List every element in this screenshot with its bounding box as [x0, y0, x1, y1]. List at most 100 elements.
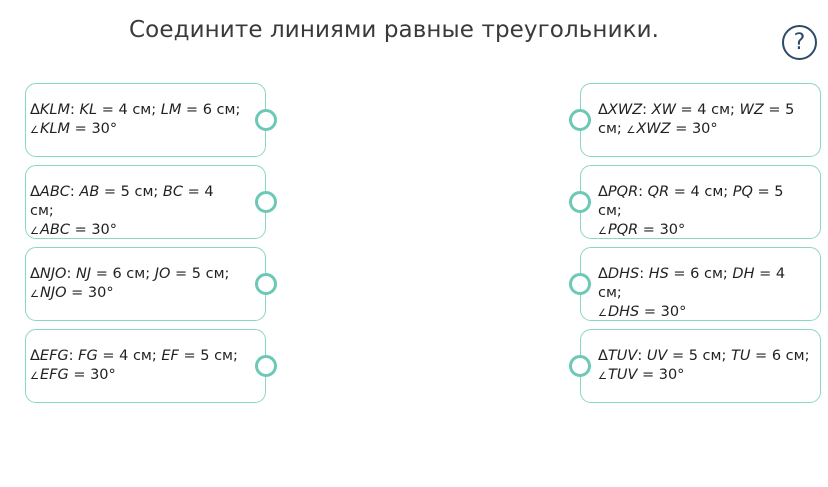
connector-handle-icon[interactable] — [569, 109, 591, 131]
triangle-label: EF — [161, 348, 179, 364]
angle-symbol: ∠ — [626, 125, 636, 136]
measure-text: = 4 см; — [598, 266, 786, 301]
card-text: ΔDHS: HS = 6 см; DH = 4 см;∠DHS = 30° — [598, 265, 810, 323]
triangle-label: NJO — [39, 285, 67, 301]
measure-text: : — [637, 348, 647, 364]
card-text: ΔTUV: UV = 5 см; TU = 6 см; ∠TUV = 30° — [598, 347, 810, 386]
connector-handle-icon[interactable] — [255, 191, 277, 213]
card-text: ΔKLM: KL = 4 см; LM = 6 см; ∠KLM = 30° — [30, 101, 241, 140]
card-triangle-dhs[interactable]: ΔDHS: HS = 6 см; DH = 4 см;∠DHS = 30° — [569, 247, 821, 323]
measure-text: = 5 см; — [178, 348, 238, 364]
triangle-symbol: Δ — [598, 184, 608, 200]
measure-text: : — [638, 184, 648, 200]
triangle-text-line: ∠KLM = 30° — [30, 120, 241, 140]
measure-text: = 30° — [66, 285, 114, 301]
card-text: ΔEFG: FG = 4 см; EF = 5 см;∠EFG = 30° — [30, 347, 241, 386]
triangle-label: ABC — [39, 222, 70, 238]
triangle-text-line: ∠NJO = 30° — [30, 284, 241, 304]
measure-text: = 5 — [763, 102, 795, 118]
triangle-label: AB — [79, 184, 100, 200]
card-triangle-efg[interactable]: ΔEFG: FG = 4 см; EF = 5 см;∠EFG = 30° — [25, 329, 277, 403]
triangle-label: XWZ — [607, 102, 643, 118]
triangle-label: EFG — [39, 367, 69, 383]
triangle-label: PQR — [607, 184, 639, 200]
triangle-symbol: Δ — [30, 266, 40, 282]
connector-handle-icon[interactable] — [569, 355, 591, 377]
angle-symbol: ∠ — [598, 371, 607, 382]
measure-text: = 5 см; — [170, 266, 230, 282]
measure-text: : — [70, 102, 80, 118]
measure-text: : — [68, 348, 79, 364]
triangle-label: EFG — [39, 348, 69, 364]
card-text: ΔABC: AB = 5 см; BC = 4 см;∠ABC = 30° — [30, 183, 241, 241]
measure-text: см; — [598, 121, 627, 137]
card-text: ΔNJO: NJ = 6 см; JO = 5 см;∠NJO = 30° — [30, 265, 241, 304]
triangle-symbol: Δ — [30, 102, 40, 118]
card-triangle-klm[interactable]: ΔKLM: KL = 4 см; LM = 6 см; ∠KLM = 30° — [25, 83, 277, 157]
triangle-label: JO — [154, 266, 171, 282]
card-triangle-abc[interactable]: ΔABC: AB = 5 см; BC = 4 см;∠ABC = 30° — [25, 165, 277, 241]
measure-text: = 4 см; — [669, 184, 733, 200]
connector-handle-icon[interactable] — [569, 273, 591, 295]
triangle-label: NJO — [39, 266, 67, 282]
connector-handle-icon[interactable] — [255, 273, 277, 295]
measure-text: = 6 см; — [91, 266, 155, 282]
triangle-symbol: Δ — [30, 348, 40, 364]
angle-symbol: ∠ — [30, 226, 39, 237]
connector-handle-icon[interactable] — [255, 355, 277, 377]
measure-text: = 30° — [639, 304, 687, 320]
measure-text: = 5 см; — [598, 184, 784, 219]
measure-text: = 30° — [68, 367, 116, 383]
triangle-label: DHS — [607, 304, 640, 320]
measure-text: : — [66, 266, 76, 282]
measure-text: : — [69, 184, 80, 200]
measure-text: = 30° — [70, 121, 118, 137]
measure-text: = 5 см; — [99, 184, 163, 200]
triangle-symbol: Δ — [598, 266, 608, 282]
triangle-label: KL — [79, 102, 98, 118]
triangle-text-line: ∠EFG = 30° — [30, 366, 241, 386]
card-triangle-njo[interactable]: ΔNJO: NJ = 6 см; JO = 5 см;∠NJO = 30° — [25, 247, 277, 321]
triangle-label: HS — [648, 266, 669, 282]
triangle-text-line: ΔTUV: UV = 5 см; TU = 6 см; — [598, 347, 810, 366]
triangle-label: WZ — [739, 102, 764, 118]
card-triangle-tuv[interactable]: ΔTUV: UV = 5 см; TU = 6 см; ∠TUV = 30° — [569, 329, 821, 403]
measure-text: = 30° — [638, 222, 686, 238]
measure-text: = 4 см; — [97, 102, 161, 118]
triangle-label: TUV — [607, 348, 638, 364]
triangle-text-line: ΔDHS: HS = 6 см; DH = 4 см; — [598, 265, 810, 303]
triangle-label: DH — [732, 266, 755, 282]
triangle-text-line: см; ∠XWZ = 30° — [598, 120, 810, 140]
triangle-label: DHS — [607, 266, 640, 282]
measure-text: = 6 см; — [181, 102, 241, 118]
measure-text: = 30° — [670, 121, 718, 137]
triangle-label: PQ — [732, 184, 753, 200]
triangle-label: XW — [651, 102, 676, 118]
measure-text: = 4 см; — [97, 348, 162, 364]
help-icon[interactable]: ? — [782, 25, 817, 60]
triangle-text-line: ΔXWZ: XW = 4 см; WZ = 5 — [598, 101, 810, 120]
measure-text: = 4 см; — [30, 184, 214, 219]
triangle-label: LM — [160, 102, 182, 118]
triangle-label: QR — [647, 184, 670, 200]
card-triangle-pqr[interactable]: ΔPQR: QR = 4 см; PQ = 5 см;∠PQR = 30° — [569, 165, 821, 241]
triangle-text-line: ∠DHS = 30° — [598, 303, 810, 323]
triangle-label: KLM — [39, 102, 71, 118]
triangle-label: NJ — [75, 266, 92, 282]
measure-text: = 4 см; — [675, 102, 740, 118]
measure-text: = 6 см; — [668, 266, 733, 282]
angle-symbol: ∠ — [30, 125, 39, 136]
measure-text: = 30° — [637, 367, 685, 383]
measure-text: = 5 см; — [667, 348, 731, 364]
connector-handle-icon[interactable] — [569, 191, 591, 213]
triangle-text-line: ∠PQR = 30° — [598, 221, 810, 241]
measure-text: : — [642, 102, 652, 118]
triangle-label: ABC — [39, 184, 70, 200]
triangle-label: FG — [78, 348, 98, 364]
angle-symbol: ∠ — [598, 308, 607, 319]
triangle-text-line: ∠ABC = 30° — [30, 221, 241, 241]
connector-handle-icon[interactable] — [255, 109, 277, 131]
measure-text: = 6 см; — [750, 348, 810, 364]
